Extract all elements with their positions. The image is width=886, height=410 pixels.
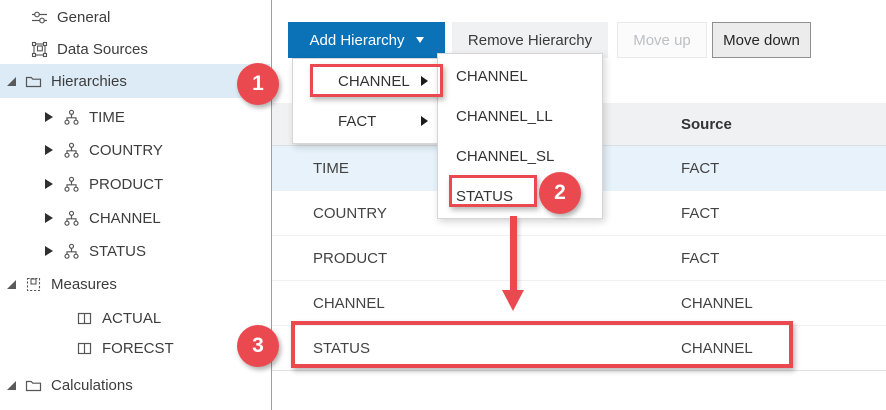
- hierarchy-name-cell: STATUS: [313, 339, 370, 357]
- hierarchy-icon: [63, 142, 80, 159]
- submenu-item-channel[interactable]: CHANNEL: [438, 56, 602, 96]
- hierarchy-source-cell: FACT: [681, 204, 720, 222]
- step3-number: 3: [252, 334, 264, 357]
- sidebar-item-label: COUNTRY: [89, 141, 163, 159]
- submenu-item-status[interactable]: STATUS: [438, 176, 602, 216]
- hierarchy-source-cell: CHANNEL: [681, 294, 753, 312]
- submenu-item-label: CHANNEL_SL: [456, 147, 555, 165]
- hierarchy-name-cell: TIME: [313, 159, 349, 177]
- sidebar-item-actual[interactable]: ACTUAL: [0, 302, 270, 334]
- submenu-item-channel-sl[interactable]: CHANNEL_SL: [438, 136, 602, 176]
- submenu-item-label: STATUS: [456, 187, 513, 205]
- sidebar-item-label: Measures: [51, 275, 117, 293]
- sidebar-item-calculations[interactable]: Calculations: [0, 369, 270, 401]
- chevron-down-icon: [415, 37, 424, 43]
- sidebar-item-status[interactable]: STATUS: [0, 235, 270, 267]
- hierarchy-name-cell: PRODUCT: [313, 249, 388, 267]
- collapse-arrow-icon[interactable]: [45, 145, 53, 155]
- sidebar-item-forecst[interactable]: FORECST: [0, 332, 270, 364]
- step2-number: 2: [554, 181, 566, 204]
- sidebar-item-label: Data Sources: [57, 40, 148, 58]
- sidebar-item-label: General: [57, 8, 111, 26]
- columns-icon: [76, 340, 93, 357]
- expand-triangle-icon[interactable]: [7, 279, 16, 289]
- step2-badge: 2: [539, 172, 581, 214]
- step1-badge: 1: [237, 63, 279, 105]
- add-hierarchy-menu: CHANNEL FACT: [292, 58, 441, 144]
- sliders-icon: [31, 9, 48, 26]
- data-sources-icon: [31, 41, 48, 58]
- move-down-label: Move down: [723, 31, 800, 49]
- sidebar-item-label: CHANNEL: [89, 209, 161, 227]
- down-arrow-head-icon: [502, 290, 524, 311]
- hierarchy-icon: [63, 210, 80, 227]
- sidebar-item-label: STATUS: [89, 242, 146, 260]
- expand-triangle-icon[interactable]: [7, 380, 16, 390]
- move-up-label: Move up: [633, 31, 691, 49]
- hierarchy-icon: [63, 176, 80, 193]
- sidebar-item-label: FORECST: [102, 339, 174, 357]
- columns-icon: [76, 310, 93, 327]
- sidebar-item-label: TIME: [89, 108, 125, 126]
- menu-item-fact[interactable]: FACT: [293, 101, 440, 141]
- navigation-tree: General Data Sources Hierarchies: [0, 0, 272, 410]
- menu-item-channel[interactable]: CHANNEL: [293, 61, 440, 101]
- remove-hierarchy-button[interactable]: Remove Hierarchy: [452, 22, 608, 58]
- sidebar-item-time[interactable]: TIME: [0, 101, 270, 133]
- expand-triangle-icon[interactable]: [7, 76, 16, 86]
- down-arrow-line: [510, 216, 517, 292]
- hierarchy-source-cell: FACT: [681, 249, 720, 267]
- table-row[interactable]: STATUS CHANNEL: [272, 326, 886, 371]
- step3-highlight-box: [291, 321, 793, 368]
- sidebar-item-country[interactable]: COUNTRY: [0, 134, 270, 166]
- folder-icon: [25, 73, 42, 90]
- sidebar-item-hierarchies[interactable]: Hierarchies: [0, 64, 270, 98]
- step1-number: 1: [252, 72, 264, 95]
- submenu-arrow-icon: [421, 76, 428, 86]
- sidebar-item-label: Hierarchies: [51, 72, 127, 90]
- hierarchy-source-cell: CHANNEL: [681, 339, 753, 357]
- add-hierarchy-button[interactable]: Add Hierarchy: [288, 22, 445, 58]
- table-row[interactable]: PRODUCT FACT: [272, 236, 886, 281]
- collapse-arrow-icon[interactable]: [45, 213, 53, 223]
- hierarchy-name-cell: COUNTRY: [313, 204, 387, 222]
- collapse-arrow-icon[interactable]: [45, 179, 53, 189]
- submenu-item-label: CHANNEL_LL: [456, 107, 553, 125]
- submenu-item-label: CHANNEL: [456, 67, 528, 85]
- sidebar-item-measures[interactable]: Measures: [0, 268, 270, 300]
- menu-item-label: CHANNEL: [338, 72, 410, 90]
- channel-submenu: CHANNEL CHANNEL_LL CHANNEL_SL STATUS: [437, 53, 603, 219]
- sidebar-item-label: Calculations: [51, 376, 133, 394]
- submenu-item-channel-ll[interactable]: CHANNEL_LL: [438, 96, 602, 136]
- sidebar-item-label: ACTUAL: [102, 309, 162, 327]
- table-row[interactable]: CHANNEL CHANNEL: [272, 281, 886, 326]
- hierarchy-name-cell: CHANNEL: [313, 294, 385, 312]
- collapse-arrow-icon[interactable]: [45, 246, 53, 256]
- sidebar-item-data-sources[interactable]: Data Sources: [0, 33, 270, 65]
- menu-item-label: FACT: [338, 112, 377, 130]
- step2-highlight-box: [449, 175, 537, 207]
- remove-hierarchy-label: Remove Hierarchy: [467, 31, 593, 49]
- sidebar-item-general[interactable]: General: [0, 1, 270, 33]
- hierarchy-icon: [63, 109, 80, 126]
- measures-icon: [25, 276, 42, 293]
- step1-highlight-box: [310, 64, 443, 97]
- sidebar-item-channel[interactable]: CHANNEL: [0, 202, 270, 234]
- source-column-header: Source: [681, 115, 732, 133]
- add-hierarchy-label: Add Hierarchy: [309, 31, 405, 49]
- move-down-button[interactable]: Move down: [712, 22, 811, 58]
- step3-badge: 3: [237, 325, 279, 367]
- hierarchy-icon: [63, 243, 80, 260]
- folder-icon: [25, 377, 42, 394]
- collapse-arrow-icon[interactable]: [45, 112, 53, 122]
- sidebar-item-label: PRODUCT: [89, 175, 164, 193]
- move-up-button[interactable]: Move up: [617, 22, 707, 58]
- sidebar-item-product[interactable]: PRODUCT: [0, 168, 270, 200]
- submenu-arrow-icon: [421, 116, 428, 126]
- hierarchy-source-cell: FACT: [681, 159, 720, 177]
